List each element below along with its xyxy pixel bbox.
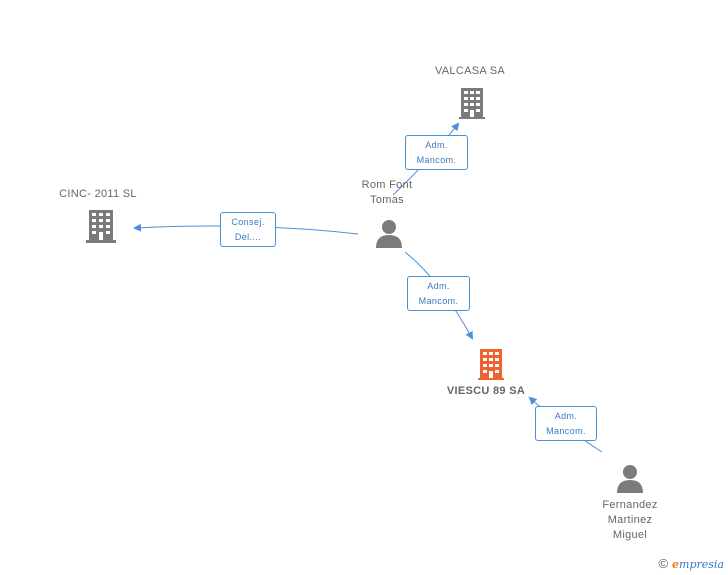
person-name-line: Fernandez bbox=[602, 499, 658, 511]
relation-role: Adm. bbox=[425, 140, 448, 150]
person-label-rom-font[interactable]: Rom Font Tomas bbox=[342, 178, 432, 208]
relation-label-rom-valcasa[interactable]: Adm. Mancom. bbox=[405, 135, 468, 170]
relation-role: Adm. bbox=[427, 281, 450, 291]
person-name-line: Rom Font bbox=[361, 179, 413, 191]
relation-role: Del.... bbox=[234, 232, 262, 242]
person-name-line: Tomas bbox=[370, 194, 404, 206]
relation-label-rom-cinc[interactable]: Consej. Del.... bbox=[220, 212, 276, 247]
person-label-fernandez[interactable]: Fernandez Martinez Miguel bbox=[585, 498, 675, 543]
copyright-symbol: © bbox=[658, 556, 669, 571]
person-name-line: Martinez bbox=[607, 514, 653, 526]
relation-role: Mancom. bbox=[416, 155, 457, 165]
company-label-viescu[interactable]: VIESCU 89 SA bbox=[446, 385, 526, 397]
building-icon[interactable] bbox=[476, 346, 506, 380]
brand-logo-e: e bbox=[672, 558, 680, 571]
person-name-line: Miguel bbox=[612, 529, 648, 541]
brand-name: mpresia bbox=[679, 558, 724, 571]
company-label-cinc[interactable]: CINC- 2011 SL bbox=[59, 188, 137, 200]
relation-label-fernandez-viescu[interactable]: Adm. Mancom. bbox=[535, 406, 597, 441]
person-icon[interactable] bbox=[615, 463, 645, 493]
relation-role: Adm. bbox=[554, 411, 578, 421]
person-icon[interactable] bbox=[374, 218, 404, 248]
building-icon[interactable] bbox=[84, 207, 118, 243]
company-label-valcasa[interactable]: VALCASA SA bbox=[434, 65, 506, 77]
relation-role: Consej. bbox=[231, 217, 265, 227]
relation-label-rom-viescu[interactable]: Adm. Mancom. bbox=[407, 276, 470, 311]
brand-footer[interactable]: ©empresia bbox=[658, 556, 724, 571]
relation-role: Mancom. bbox=[418, 296, 459, 306]
building-icon[interactable] bbox=[457, 85, 487, 119]
relation-role: Mancom. bbox=[546, 426, 586, 436]
